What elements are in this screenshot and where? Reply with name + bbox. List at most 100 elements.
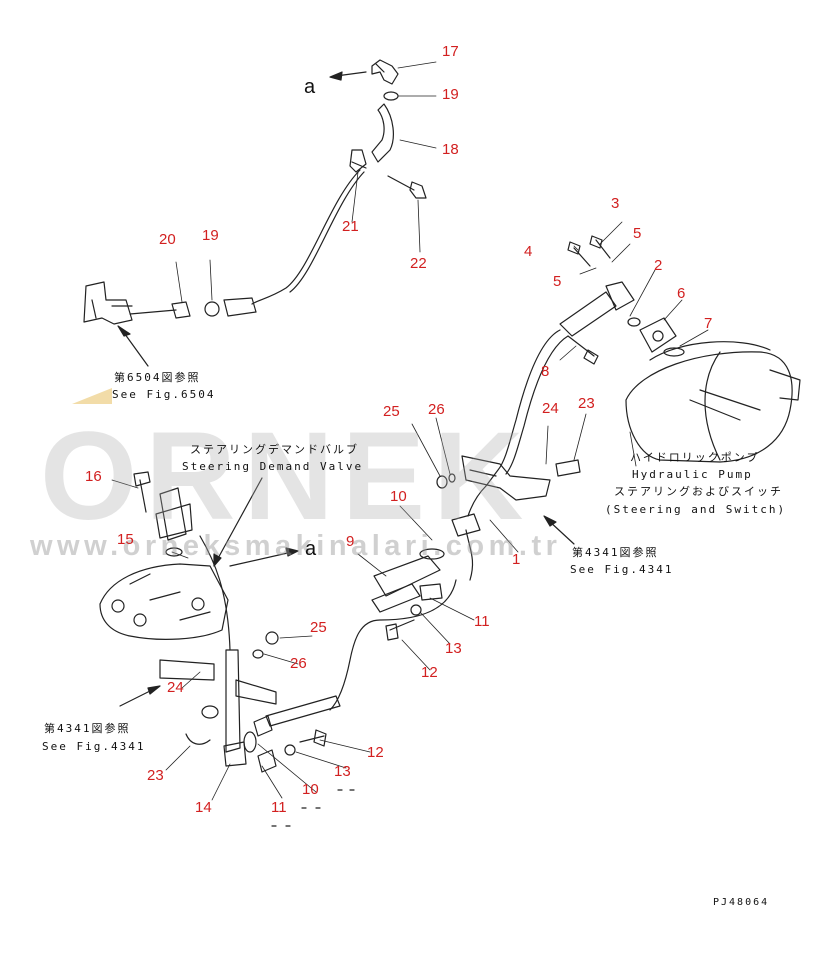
ref-4341-left-jp: 第4341図参照	[44, 722, 131, 735]
direction-marker-top: a	[304, 76, 316, 98]
pump-label-en2: (Steering and Switch)	[605, 503, 787, 516]
nipple-fitting	[129, 301, 191, 319]
leaders-top	[175, 61, 437, 303]
lower-hose	[329, 579, 457, 711]
callout-17: 17	[442, 43, 459, 60]
ref-4341-left-en: See Fig.4341	[42, 740, 146, 753]
ref-6504-en: See Fig.6504	[112, 388, 216, 401]
hose-clip	[383, 91, 399, 101]
hose-upper	[371, 103, 394, 163]
watermark-url: www.orneksmakinalari.com.tr	[30, 530, 562, 562]
arrow-a-top-head	[329, 71, 343, 81]
bolt-8	[567, 335, 599, 365]
callout-24a: 24	[542, 400, 559, 417]
bolt	[387, 175, 427, 199]
callout-10a: 10	[390, 488, 407, 505]
callout-10b: 10	[302, 781, 319, 798]
callout-6: 6	[677, 285, 686, 302]
callout-16: 16	[85, 468, 102, 485]
callout-11a: 11	[474, 613, 490, 630]
bolts-top	[567, 235, 611, 267]
callout-22: 22	[410, 255, 427, 272]
elbow-fitting	[371, 59, 399, 85]
arrow-a-left-head	[285, 547, 299, 557]
leaders-lower	[111, 221, 709, 801]
o-ring-10b	[243, 731, 257, 753]
arrow-valve	[215, 477, 263, 563]
clip-left	[204, 301, 220, 317]
arrow-a-left	[229, 551, 293, 567]
flange-9	[451, 513, 481, 581]
pump-label-jp2: ステアリングおよびスイッチ	[614, 485, 783, 498]
callout-4: 4	[524, 243, 533, 260]
valve-label-en: Steering Demand Valve	[182, 460, 364, 473]
leader-pump	[629, 431, 637, 467]
callout-23a: 23	[578, 395, 595, 412]
callout-7: 7	[704, 315, 713, 332]
callout-20: 20	[159, 231, 176, 248]
direction-marker-left: a	[305, 538, 317, 560]
callout-25b: 25	[310, 619, 327, 636]
callout-2: 2	[654, 257, 663, 274]
washer-13b	[284, 744, 296, 756]
bracket-6504	[83, 281, 133, 325]
arrow-valve-head	[213, 553, 222, 567]
hose-fitting-top	[559, 281, 635, 337]
ref-4341-right-jp: 第4341図参照	[572, 546, 659, 559]
callout-19: 19	[442, 86, 459, 103]
ref-4341-right-en: See Fig.4341	[570, 563, 674, 576]
split-flange-11	[419, 583, 443, 601]
callout-24b: 24	[167, 679, 184, 696]
callout-19b: 19	[202, 227, 219, 244]
callout-8: 8	[541, 363, 550, 380]
o-ring-7	[663, 347, 685, 357]
pump-label-jp1: ハイドロリックポンプ	[630, 451, 760, 464]
split-flange-11b	[257, 749, 277, 773]
lower-hose-fitting	[265, 695, 341, 727]
callout-21: 21	[342, 218, 359, 235]
nut-25	[265, 631, 279, 645]
callout-9: 9	[346, 533, 355, 550]
callout-1: 1	[512, 551, 521, 568]
callout-12a: 12	[421, 664, 438, 681]
callout-13a: 13	[445, 640, 462, 657]
hydraulic-pump	[625, 341, 801, 463]
washer-26b	[448, 473, 456, 483]
arrow-4341-left-head	[147, 685, 161, 695]
o-ring-2	[627, 317, 641, 327]
washer-26	[252, 649, 264, 659]
washer-13	[410, 604, 422, 616]
callout-25a: 25	[383, 403, 400, 420]
clip-23-right	[555, 459, 581, 477]
ref-6504-jp: 第6504図参照	[114, 371, 201, 384]
main-hose	[467, 329, 561, 517]
callout-3: 3	[611, 195, 620, 212]
callout-26b: 26	[290, 655, 307, 672]
arrow-4341-right-head	[543, 515, 557, 527]
arrow-6504-head	[117, 325, 131, 337]
bolt-16	[133, 471, 151, 513]
pump-flange	[639, 317, 677, 353]
nut-25b	[436, 475, 448, 489]
o-ring-10	[419, 548, 445, 560]
arrow-6504	[121, 329, 149, 367]
clamp	[349, 149, 367, 173]
callout-5b: 5	[553, 273, 562, 290]
pilot-line-inner	[289, 171, 365, 293]
pilot-line	[251, 169, 361, 305]
steering-demand-valve	[99, 563, 229, 640]
tube-14-foot	[223, 741, 247, 767]
o-ring-15	[165, 547, 183, 557]
callout-11b: 11	[271, 799, 287, 816]
stray-marks	[271, 789, 355, 827]
bracket-4341-left	[159, 659, 277, 705]
elbow-16	[155, 487, 193, 541]
watermark-accent	[72, 388, 112, 404]
callout-13b: 13	[334, 763, 351, 780]
tube-9-lower	[371, 583, 421, 613]
hose-end	[223, 297, 257, 317]
callout-18: 18	[442, 141, 459, 158]
tube-9	[373, 555, 441, 597]
